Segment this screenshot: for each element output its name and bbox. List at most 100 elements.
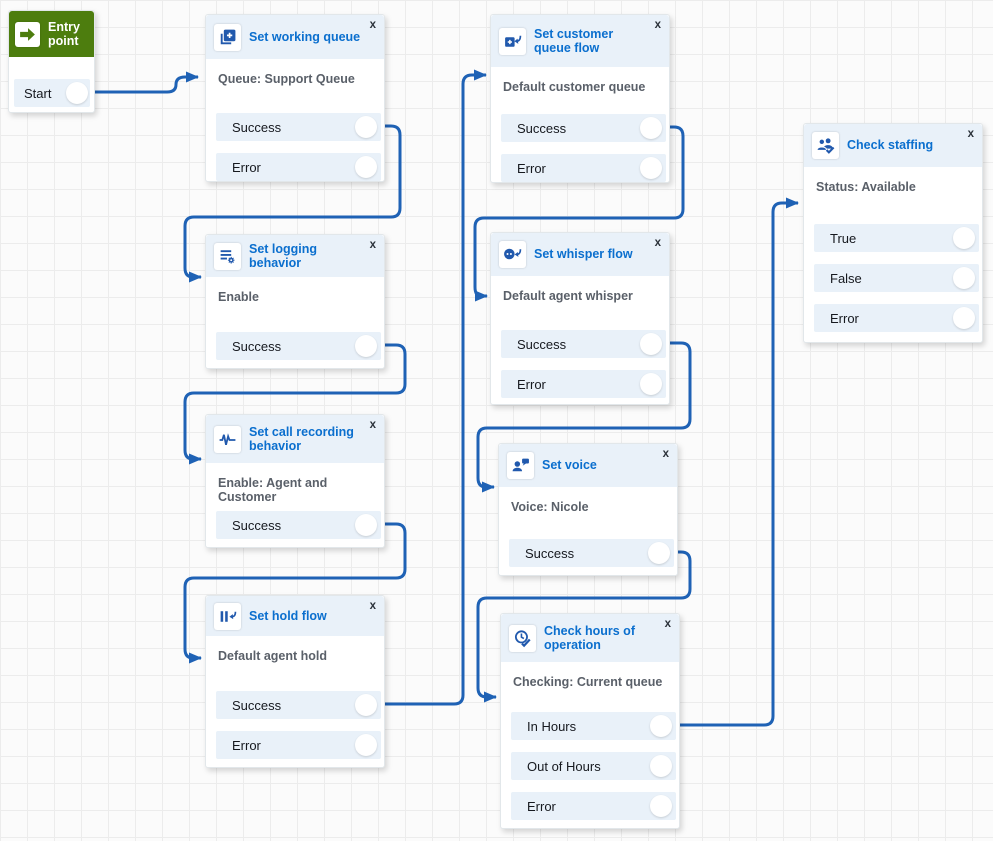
- output-success[interactable]: Success: [216, 691, 381, 719]
- output-success[interactable]: Success: [509, 539, 674, 567]
- output-in-hours[interactable]: In Hours: [511, 712, 676, 740]
- node-header[interactable]: Check staffing x: [804, 124, 982, 169]
- output-label: Start: [24, 85, 52, 101]
- node-title: Set call recording behavior: [249, 424, 354, 453]
- node-parameter: Default customer queue: [503, 80, 646, 94]
- node-header[interactable]: Set whisper flow x: [491, 233, 669, 278]
- output-port[interactable]: [650, 755, 672, 777]
- connection-wire[interactable]: [81, 71, 199, 94]
- output-port[interactable]: [355, 116, 377, 138]
- close-icon[interactable]: x: [654, 19, 661, 31]
- output-success[interactable]: Success: [216, 511, 381, 539]
- output-success[interactable]: Success: [216, 113, 381, 141]
- connection-wire[interactable]: [666, 197, 799, 727]
- connection-wire[interactable]: [476, 341, 692, 493]
- output-success[interactable]: Success: [501, 330, 666, 358]
- output-label: Success: [517, 120, 567, 136]
- node-parameter: Default agent whisper: [503, 289, 633, 303]
- output-port[interactable]: [648, 542, 670, 564]
- output-port[interactable]: [355, 335, 377, 357]
- output-label: False: [830, 270, 862, 286]
- output-port[interactable]: [953, 307, 975, 329]
- output-label: Success: [232, 338, 282, 354]
- output-port[interactable]: [640, 117, 662, 139]
- connection-wire[interactable]: [183, 343, 407, 465]
- output-success[interactable]: Success: [501, 114, 666, 142]
- close-icon[interactable]: x: [654, 237, 661, 249]
- output-out-of-hours[interactable]: Out of Hours: [511, 752, 676, 780]
- node-parameter: Status: Available: [816, 180, 916, 194]
- recording-icon: [214, 425, 241, 453]
- output-label: Out of Hours: [527, 758, 601, 774]
- output-success[interactable]: Success: [216, 332, 381, 360]
- output-port[interactable]: [66, 82, 88, 104]
- node-header[interactable]: Set call recording behavior x: [206, 415, 384, 465]
- output-label: Error: [527, 798, 556, 814]
- close-icon[interactable]: x: [369, 239, 376, 251]
- entry-arrow-icon: [15, 21, 40, 47]
- voice-icon: [507, 452, 534, 479]
- output-port[interactable]: [640, 373, 662, 395]
- output-port[interactable]: [355, 514, 377, 536]
- output-port[interactable]: [953, 227, 975, 249]
- output-label: Success: [232, 517, 282, 533]
- output-error[interactable]: Error: [814, 304, 979, 332]
- output-port[interactable]: [355, 156, 377, 178]
- node-title: Set whisper flow: [534, 247, 633, 262]
- output-port[interactable]: [650, 715, 672, 737]
- output-error[interactable]: Error: [511, 792, 676, 820]
- node-parameter: Enable: Agent and Customer: [218, 476, 328, 504]
- close-icon[interactable]: x: [662, 448, 669, 460]
- output-label: Error: [232, 737, 261, 753]
- close-icon[interactable]: x: [369, 600, 376, 612]
- output-error[interactable]: Error: [216, 731, 381, 759]
- node-header[interactable]: Entry point: [9, 11, 94, 59]
- output-port[interactable]: [953, 267, 975, 289]
- close-icon[interactable]: x: [369, 419, 376, 431]
- connection-wire[interactable]: [183, 124, 402, 283]
- output-error[interactable]: Error: [501, 154, 666, 182]
- output-false[interactable]: False: [814, 264, 979, 292]
- output-port[interactable]: [650, 795, 672, 817]
- output-port[interactable]: [640, 333, 662, 355]
- node-parameter: Default agent hold: [218, 649, 328, 663]
- connection-wire[interactable]: [371, 69, 487, 706]
- connection-wire[interactable]: [473, 125, 685, 302]
- hours-icon: [509, 624, 536, 652]
- connection-wire[interactable]: [476, 550, 692, 703]
- node-title: Check staffing: [847, 138, 934, 153]
- output-port[interactable]: [355, 734, 377, 756]
- output-error[interactable]: Error: [501, 370, 666, 398]
- close-icon[interactable]: x: [369, 19, 376, 31]
- output-error[interactable]: Error: [216, 153, 381, 181]
- close-icon[interactable]: x: [664, 618, 671, 630]
- node-parameter: Queue: Support Queue: [218, 72, 355, 86]
- node-parameter: Checking: Current queue: [513, 675, 663, 689]
- output-port[interactable]: [640, 157, 662, 179]
- output-port[interactable]: [355, 694, 377, 716]
- connection-wire[interactable]: [183, 522, 407, 664]
- output-label: Success: [232, 119, 282, 135]
- output-label: In Hours: [527, 718, 577, 734]
- output-start[interactable]: Start: [14, 79, 90, 107]
- output-true[interactable]: True: [814, 224, 979, 252]
- close-icon[interactable]: x: [967, 128, 974, 140]
